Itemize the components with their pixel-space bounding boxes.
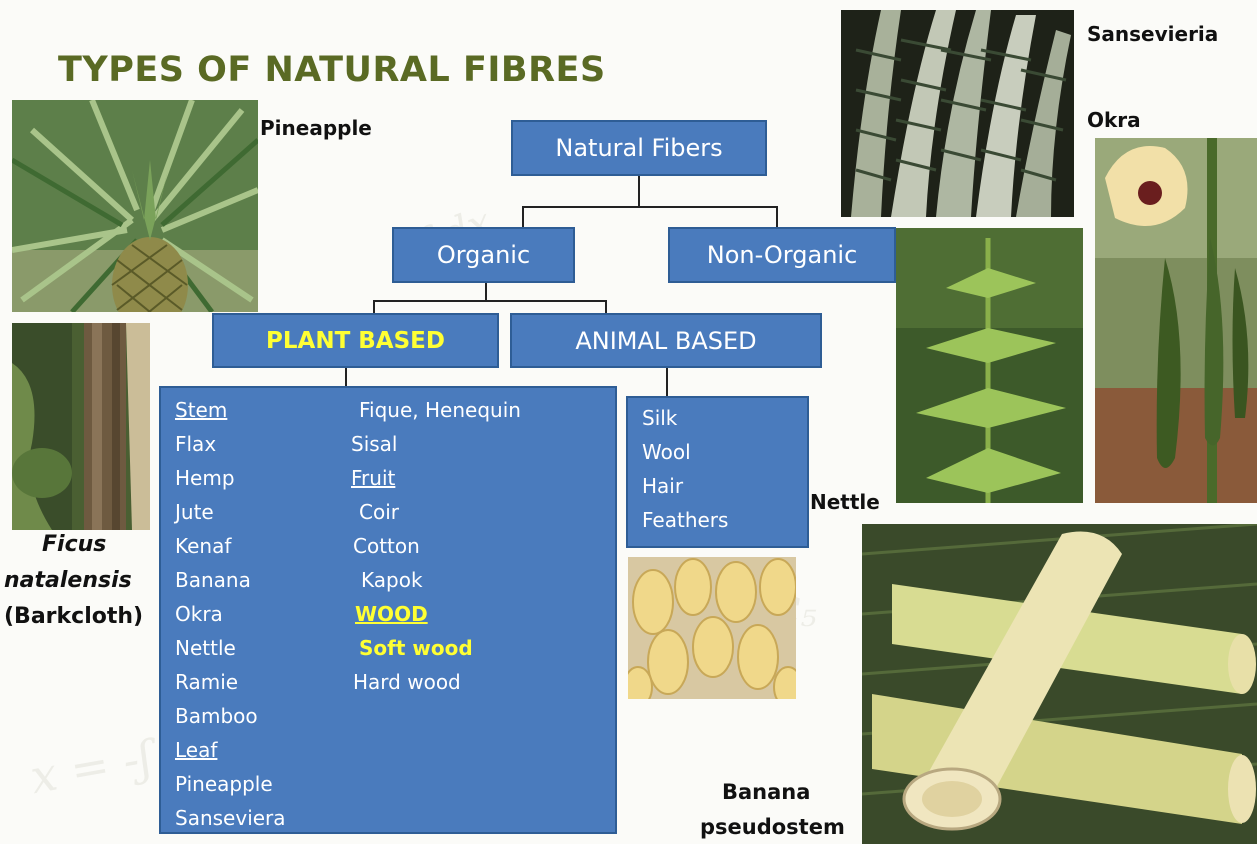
ficus-photo — [12, 323, 150, 530]
okra-photo — [1095, 138, 1257, 503]
slide-title: TYPES OF NATURAL FIBRES — [58, 50, 606, 90]
sansevieria-photo — [841, 10, 1074, 217]
list-item: Hard wood — [353, 670, 461, 694]
connector — [373, 300, 607, 302]
okra-caption: Okra — [1087, 108, 1141, 132]
list-heading-wood: WOOD — [355, 602, 428, 626]
background-watermark: x = -ʃ — [26, 730, 155, 804]
ficus-caption-line1: Ficus — [42, 532, 106, 557]
pineapple-caption: Pineapple — [260, 116, 372, 140]
node-organic: Organic — [392, 227, 575, 283]
list-heading-fruit: Fruit — [351, 466, 395, 490]
connector — [666, 367, 668, 397]
list-item: Okra — [175, 602, 223, 626]
ficus-caption-line3: (Barkcloth) — [4, 604, 143, 629]
list-item: Feathers — [642, 508, 728, 532]
list-heading-stem: Stem — [175, 398, 227, 422]
list-item: Pineapple — [175, 772, 273, 796]
banana-pseudostem-photo — [862, 524, 1257, 844]
connector — [776, 206, 778, 228]
list-item: Silk — [642, 406, 677, 430]
silk-cocoons-photo — [628, 557, 796, 699]
node-natural-fibers: Natural Fibers — [511, 120, 767, 176]
plant-fiber-list: Stem Flax Hemp Jute Kenaf Banana Okra Ne… — [159, 386, 617, 834]
list-item: Fique, Henequin — [359, 398, 521, 422]
list-item: Hemp — [175, 466, 235, 490]
connector — [522, 206, 524, 228]
list-heading-leaf: Leaf — [175, 738, 217, 762]
animal-fiber-list: Silk Wool Hair Feathers — [626, 396, 809, 548]
list-item: Hair — [642, 474, 683, 498]
nettle-photo — [896, 228, 1083, 503]
list-item: Sisal — [351, 432, 397, 456]
connector — [345, 367, 347, 387]
list-item: Banana — [175, 568, 251, 592]
sansevieria-caption: Sansevieria — [1087, 22, 1218, 46]
banana-caption-line2: pseudostem — [700, 815, 845, 839]
node-animal-based: ANIMAL BASED — [510, 313, 822, 368]
pineapple-photo — [12, 100, 258, 312]
node-plant-based: PLANT BASED — [212, 313, 499, 368]
connector — [605, 300, 607, 314]
list-item: Kenaf — [175, 534, 231, 558]
banana-caption-line1: Banana — [722, 780, 810, 804]
nettle-caption: Nettle — [810, 490, 880, 514]
connector — [522, 206, 778, 208]
node-non-organic: Non-Organic — [668, 227, 896, 283]
list-item: Kapok — [361, 568, 423, 592]
list-item: Bamboo — [175, 704, 258, 728]
list-item: Flax — [175, 432, 216, 456]
list-item: Jute — [175, 500, 214, 524]
connector — [638, 175, 640, 207]
list-item-soft-wood: Soft wood — [359, 636, 473, 660]
connector — [485, 282, 487, 302]
list-item: Coir — [359, 500, 399, 524]
list-item: Ramie — [175, 670, 238, 694]
list-item: Wool — [642, 440, 691, 464]
ficus-caption-line2: natalensis — [4, 568, 132, 593]
list-item: Sanseviera — [175, 806, 286, 830]
connector — [373, 300, 375, 314]
list-item: Cotton — [353, 534, 420, 558]
list-item: Nettle — [175, 636, 236, 660]
